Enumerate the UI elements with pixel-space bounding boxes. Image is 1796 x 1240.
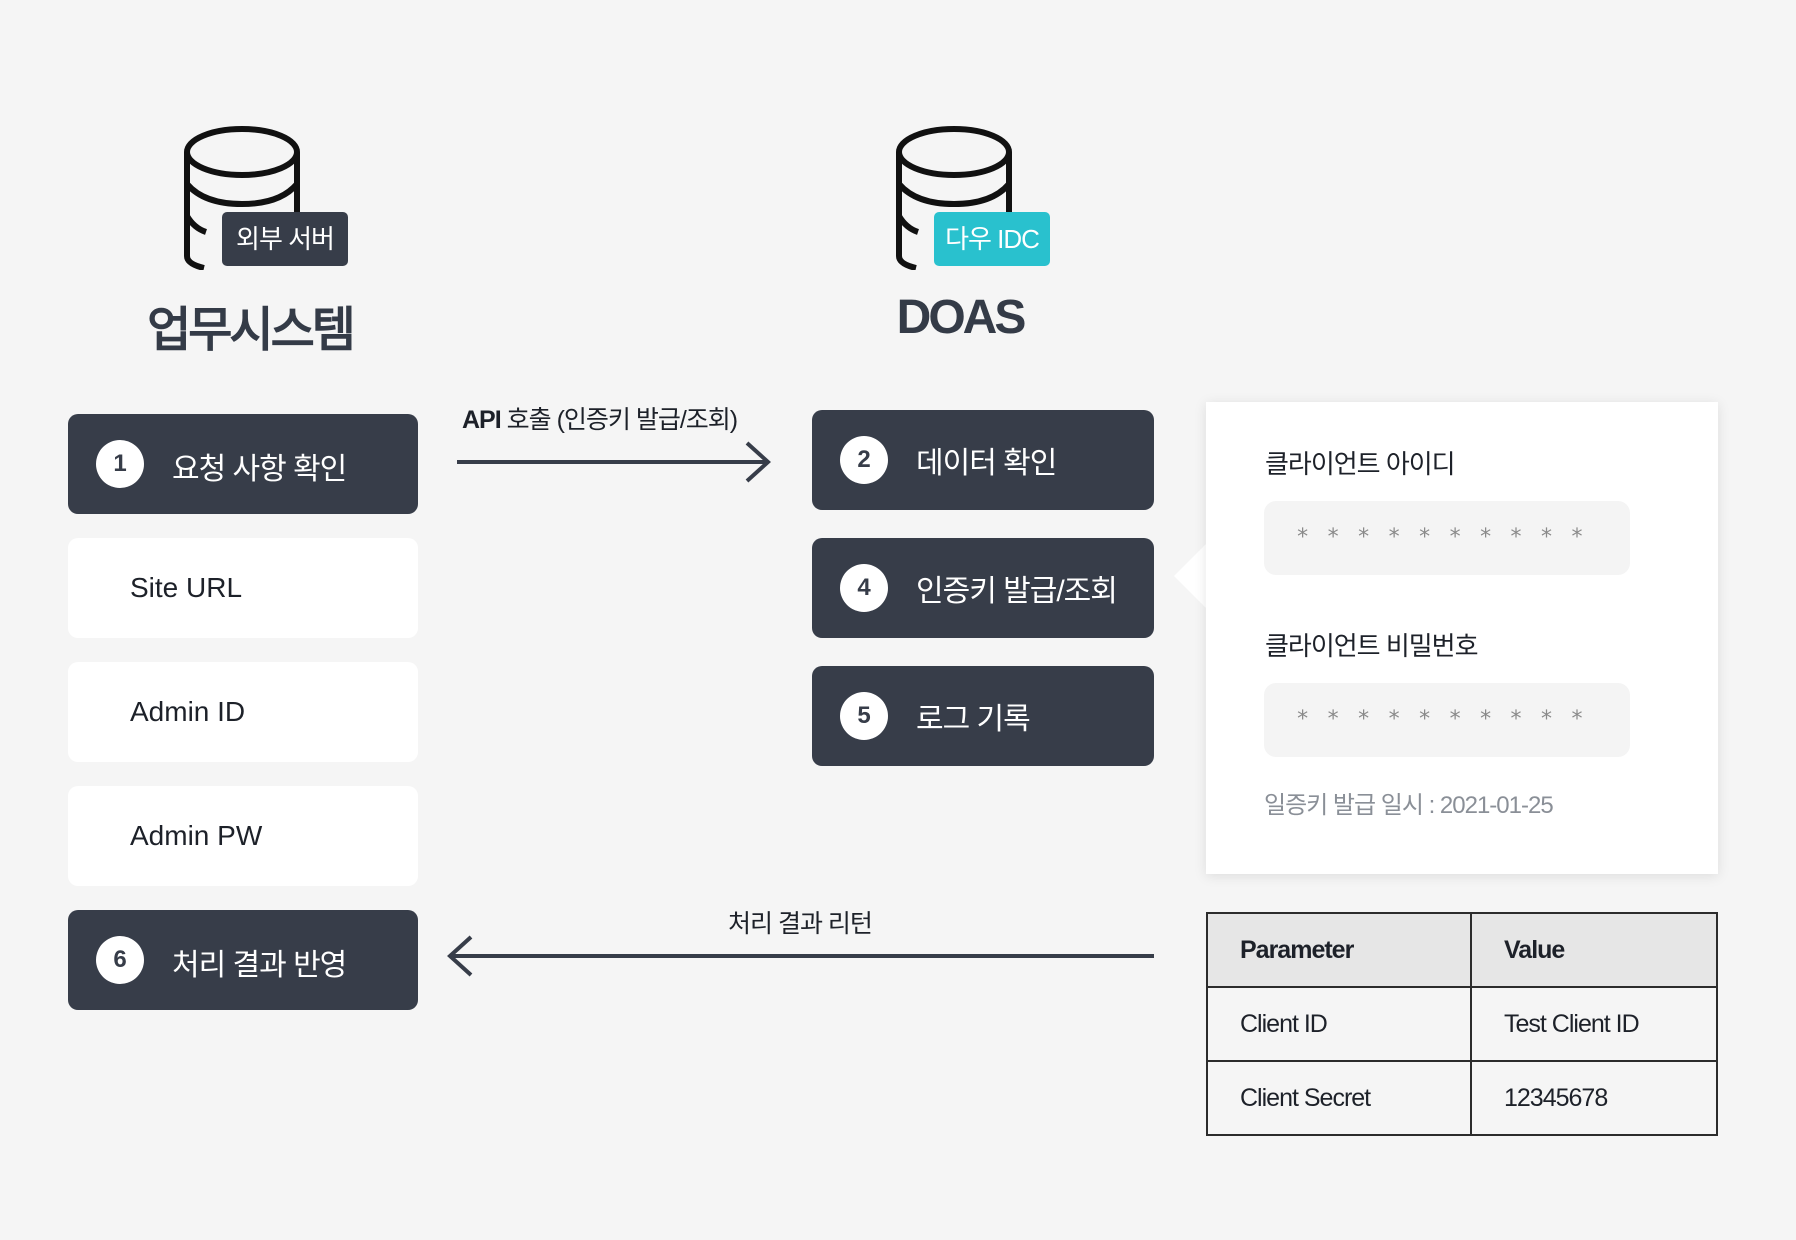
client-secret-field[interactable]: * * * * * * * * * * — [1264, 683, 1630, 757]
table-cell: 12345678 — [1470, 1060, 1718, 1136]
step-5-box: 5 로그 기록 — [812, 666, 1154, 766]
step-number: 6 — [96, 936, 144, 984]
server-badge: 외부 서버 — [222, 212, 348, 266]
database-icon — [184, 126, 300, 270]
parameter-table: Parameter Value Client ID Test Client ID… — [1206, 912, 1718, 1136]
api-prefix: API — [462, 406, 502, 434]
step-number: 5 — [840, 692, 888, 740]
admin-pw-field: Admin PW — [68, 786, 418, 886]
site-url-field: Site URL — [68, 538, 418, 638]
request-label-text: 호출 (인증키 발급/조회) — [500, 406, 739, 434]
request-arrow-label: API 호출 (인증키 발급/조회) — [462, 400, 739, 436]
step-number: 1 — [96, 440, 144, 488]
table-row: Client Secret 12345678 — [1206, 1060, 1718, 1136]
client-secret-label: 클라이언트 비밀번호 — [1265, 631, 1479, 661]
table-row: Client ID Test Client ID — [1206, 986, 1718, 1062]
table-cell: Client Secret — [1206, 1060, 1472, 1136]
system-title-right: DOAS — [896, 291, 1027, 344]
table-header-row: Parameter Value — [1206, 912, 1718, 988]
step-label: 인증키 발급/조회 — [916, 575, 1118, 608]
step-label: 로그 기록 — [916, 703, 1031, 736]
response-arrow-label: 처리 결과 리턴 — [728, 910, 873, 938]
client-id-field[interactable]: * * * * * * * * * * — [1264, 501, 1630, 575]
step-label: 요청 사항 확인 — [172, 453, 347, 486]
admin-id-field: Admin ID — [68, 662, 418, 762]
table-cell: Client ID — [1206, 986, 1472, 1062]
table-header: Parameter — [1206, 912, 1472, 988]
field-label: Admin ID — [130, 696, 246, 727]
database-icon — [896, 126, 1012, 270]
step-label: 처리 결과 반영 — [172, 949, 347, 982]
panel-pointer — [1174, 544, 1206, 608]
system-title-left: 업무시스템 — [147, 304, 356, 357]
response-arrow — [447, 935, 1154, 977]
table-cell: Test Client ID — [1470, 986, 1718, 1062]
step-1-box: 1 요청 사항 확인 — [68, 414, 418, 514]
step-label: 데이터 확인 — [916, 447, 1057, 480]
step-number: 4 — [840, 564, 888, 612]
step-4-box: 4 인증키 발급/조회 — [812, 538, 1154, 638]
field-label: Admin PW — [130, 820, 263, 851]
issued-date-note: 일증키 발급 일시 : 2021-01-25 — [1264, 792, 1554, 819]
step-number: 2 — [840, 436, 888, 484]
idc-badge: 다우 IDC — [934, 212, 1050, 266]
step-6-box: 6 처리 결과 반영 — [68, 910, 418, 1010]
field-label: Site URL — [130, 572, 243, 603]
client-id-label: 클라이언트 아이디 — [1265, 449, 1456, 479]
credential-panel: 클라이언트 아이디 * * * * * * * * * * 클라이언트 비밀번호… — [1206, 402, 1718, 874]
request-arrow — [457, 441, 771, 483]
table-header: Value — [1470, 912, 1718, 988]
step-2-box: 2 데이터 확인 — [812, 410, 1154, 510]
